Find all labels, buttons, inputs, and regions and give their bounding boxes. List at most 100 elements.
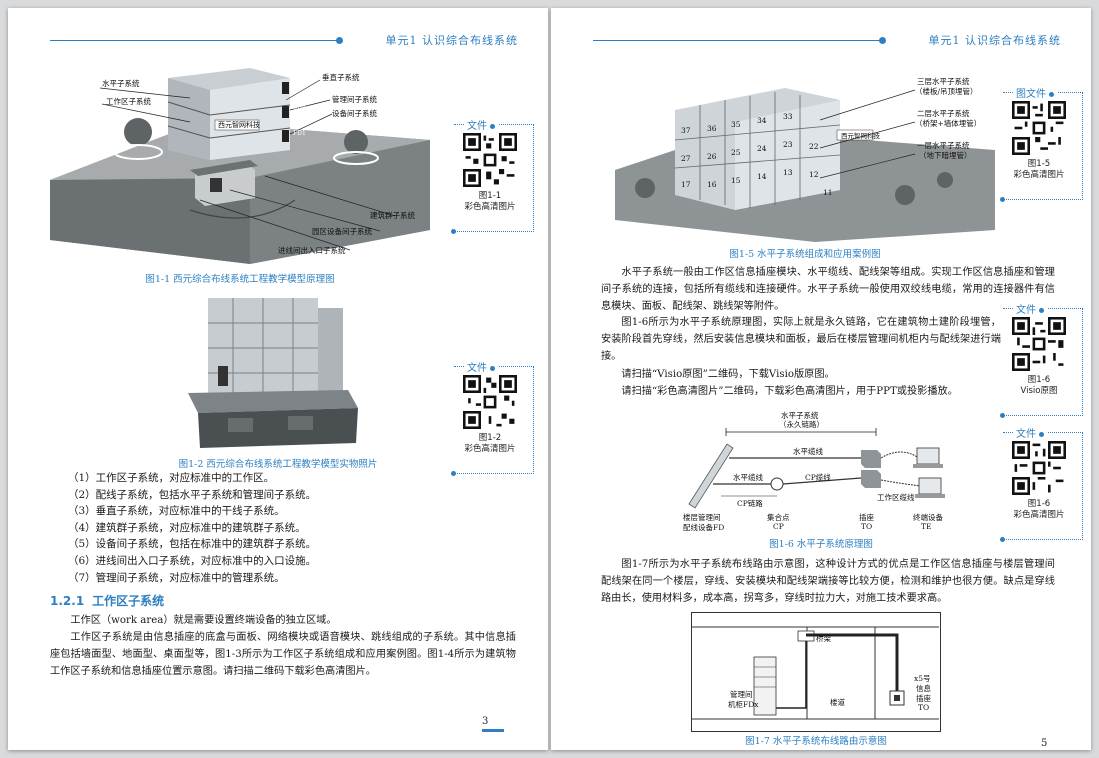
horizontal-subsystem-building-illustration bbox=[615, 88, 995, 242]
list-item: （3）垂直子系统，对应标准中的干线子系统。 bbox=[68, 505, 285, 518]
qr-label-line2: 彩色高清图片 bbox=[1013, 170, 1065, 180]
model-photo-illustration bbox=[188, 298, 358, 448]
label-cp-link: CP链路 bbox=[737, 499, 763, 508]
callout-floor2-sub: （桥架+墙体埋管） bbox=[915, 119, 982, 128]
label-horizontal-subsystem: 水平子系统 bbox=[781, 411, 819, 420]
room-number: 22 bbox=[809, 142, 819, 151]
qr-code-icon[interactable] bbox=[463, 133, 517, 187]
figure-1-6-diagram: 水平子系统 （永久链路） 水平缆线 水平缆线 CP缆线 CP链路 工作区缆线 楼… bbox=[681, 406, 961, 536]
room-number: 35 bbox=[731, 120, 741, 129]
figure-1-5-image: 三层水平子系统 （楼板/吊顶埋管） 二层水平子系统 （桥架+墙体埋管） 一层水平… bbox=[615, 70, 995, 242]
right-page: 单元1 认识综合布线系统 三层水平子系统 （楼板/吊顶埋管） 二层水平子系统 （… bbox=[551, 8, 1091, 750]
label-outlet-line4: TO bbox=[918, 703, 930, 712]
label-campus-subsystem: 建筑群子系统 bbox=[370, 211, 415, 220]
qr-label-line2: 彩色高清图片 bbox=[1013, 510, 1065, 520]
label-management-subsystem: 管理间子系统 bbox=[332, 95, 377, 104]
label-te-line2: TE bbox=[921, 522, 932, 531]
room-number: 15 bbox=[731, 176, 741, 185]
qr-code-icon[interactable] bbox=[1012, 317, 1066, 371]
qr-tag: 文件 bbox=[1013, 425, 1047, 440]
label-outlet-line3: 插座 bbox=[916, 694, 931, 703]
paragraph: 图1-6所示为水平子系统原理图，实际上就是永久链路，它在建筑物土建阶段埋管，安装… bbox=[601, 317, 1001, 362]
room-number: 17 bbox=[681, 180, 691, 189]
subsystem-list: （1）工作区子系统，对应标准中的工作区。 （2）配线子系统，包括水平子系统和管理… bbox=[68, 470, 468, 586]
figure-1-6-caption: 图1-6 水平子系统原理图 bbox=[769, 539, 873, 550]
room-number: 36 bbox=[707, 124, 717, 133]
qr-foot-dot bbox=[1000, 537, 1005, 542]
room-number: 24 bbox=[757, 144, 767, 153]
page-number: 3 bbox=[482, 716, 504, 732]
header-rule bbox=[50, 40, 340, 41]
paragraph: 请扫描“Visio原图”二维码，下载Visio版原图。 bbox=[621, 369, 835, 380]
list-item: （7）管理间子系统，对应标准中的管理系统。 bbox=[68, 571, 285, 584]
paragraph: 工作区子系统是由信息插座的底盒与面板、网络模块或语音模块、跳线组成的子系统。其中… bbox=[50, 632, 516, 677]
label-equipment-room-subsystem: 设备间子系统 bbox=[332, 109, 377, 118]
qr-download-box-6a[interactable]: 文件 图1-6 Visio原图 bbox=[1000, 301, 1083, 418]
label-horizontal-cable-top: 水平缆线 bbox=[793, 447, 823, 456]
room-number: 14 bbox=[757, 172, 767, 181]
qr-tag: 文件 bbox=[464, 359, 498, 374]
list-item: （2）配线子系统，包括水平子系统和管理间子系统。 bbox=[68, 488, 317, 501]
room-number: 25 bbox=[731, 148, 741, 157]
label-fd1: FD1 bbox=[293, 130, 306, 137]
qr-label-line2: 彩色高清图片 bbox=[464, 202, 516, 212]
label-building-sign: 西元智网科技 bbox=[218, 121, 260, 129]
label-te-line1: 终端设备 bbox=[913, 513, 943, 522]
figure-1-2-caption: 图1-2 西元综合布线系统工程教学模型实物照片 bbox=[178, 459, 378, 470]
qr-label: 图1-5 彩色高清图片 bbox=[1003, 159, 1075, 181]
label-fd-line2: 配线设备FD bbox=[683, 523, 725, 532]
label-cabinet-line1: 管理间 bbox=[730, 690, 753, 699]
room-number: 13 bbox=[783, 168, 793, 177]
qr-download-box-1[interactable]: 文件 图1-1 彩色高清图片 bbox=[451, 117, 534, 234]
qr-code-icon[interactable] bbox=[1012, 441, 1066, 495]
label-work-area-subsystem: 工作区子系统 bbox=[106, 97, 151, 106]
list-item: （4）建筑群子系统，对应标准中的建筑群子系统。 bbox=[68, 521, 306, 534]
label-corridor: 楼道 bbox=[830, 698, 845, 707]
qr-tag: 文件 bbox=[464, 117, 498, 132]
paragraph: 水平子系统一般由工作区信息插座模块、水平缆线、配线架等组成。实现工作区信息插座和… bbox=[601, 267, 1055, 312]
qr-code-icon[interactable] bbox=[463, 375, 517, 429]
callout-floor1: 一层水平子系统 bbox=[917, 141, 970, 150]
label-fd2: FD2 bbox=[293, 106, 306, 113]
running-head-text: 单元1 认识综合布线系统 bbox=[928, 34, 1061, 47]
callout-floor2: 二层水平子系统 bbox=[917, 109, 970, 118]
room-number: 23 bbox=[783, 140, 793, 149]
room-number: 16 bbox=[707, 180, 717, 189]
room-number: 11 bbox=[823, 188, 833, 197]
qr-download-box-5[interactable]: 图文件 图1-5 彩色高清图片 bbox=[1000, 85, 1083, 202]
callout-floor3-sub: （楼板/吊顶埋管） bbox=[915, 87, 978, 96]
horizontal-routing-schematic bbox=[692, 626, 939, 720]
qr-label: 图1-6 Visio原图 bbox=[1003, 375, 1075, 397]
figure-1-1-image: 水平子系统 工作区子系统 垂直子系统 管理间子系统 设备间子系统 建筑群子系统 … bbox=[50, 60, 430, 264]
running-head: 单元1 认识综合布线系统 bbox=[593, 32, 1061, 50]
qr-foot-dot bbox=[1000, 413, 1005, 418]
qr-code-icon[interactable] bbox=[1012, 101, 1066, 155]
qr-label-line1: 图1-6 bbox=[1027, 499, 1051, 509]
figure-1-7-caption: 图1-7 水平子系统布线路由示意图 bbox=[745, 736, 887, 747]
list-item: （6）进线间出入口子系统，对应标准中的入口设施。 bbox=[68, 554, 317, 567]
qr-tag: 文件 bbox=[1013, 301, 1047, 316]
page-number: 5 bbox=[1041, 738, 1048, 749]
qr-label: 图1-2 彩色高清图片 bbox=[454, 433, 526, 455]
label-outlet-line1: x5号 bbox=[914, 674, 931, 683]
figure-1-5-caption: 图1-5 水平子系统组成和应用案例图 bbox=[729, 249, 881, 260]
running-head: 单元1 认识综合布线系统 bbox=[50, 32, 518, 50]
label-to-line1: 插座 bbox=[859, 513, 874, 522]
label-permanent-link: （永久链路） bbox=[779, 420, 824, 429]
list-item: （1）工作区子系统，对应标准中的工作区。 bbox=[68, 472, 275, 484]
label-work-area-cable: 工作区缆线 bbox=[877, 493, 915, 502]
qr-foot-dot bbox=[451, 229, 456, 234]
label-outlet-line2: 信息 bbox=[916, 684, 931, 693]
label-to-line2: TO bbox=[861, 522, 873, 531]
figure-1-1-caption: 图1-1 西元综合布线系统工程教学模型原理图 bbox=[145, 274, 335, 285]
qr-download-box-2[interactable]: 文件 图1-2 彩色高清图片 bbox=[451, 359, 534, 476]
label-cp-line1: 集合点 bbox=[767, 513, 790, 522]
paragraph: 图1-7所示为水平子系统布线路由示意图，这种设计方式的优点是工作区信息插座与楼层… bbox=[601, 559, 1055, 604]
label-entrance-subsystem: 进线间出入口子系统 bbox=[278, 246, 346, 255]
header-dot bbox=[336, 37, 343, 44]
horizontal-subsystem-schematic bbox=[688, 428, 945, 509]
qr-label-line1: 图1-2 bbox=[478, 433, 502, 443]
header-dot bbox=[879, 37, 886, 44]
qr-download-box-6b[interactable]: 文件 图1-6 彩色高清图片 bbox=[1000, 425, 1083, 542]
left-page: 单元1 认识综合布线系统 bbox=[8, 8, 548, 750]
